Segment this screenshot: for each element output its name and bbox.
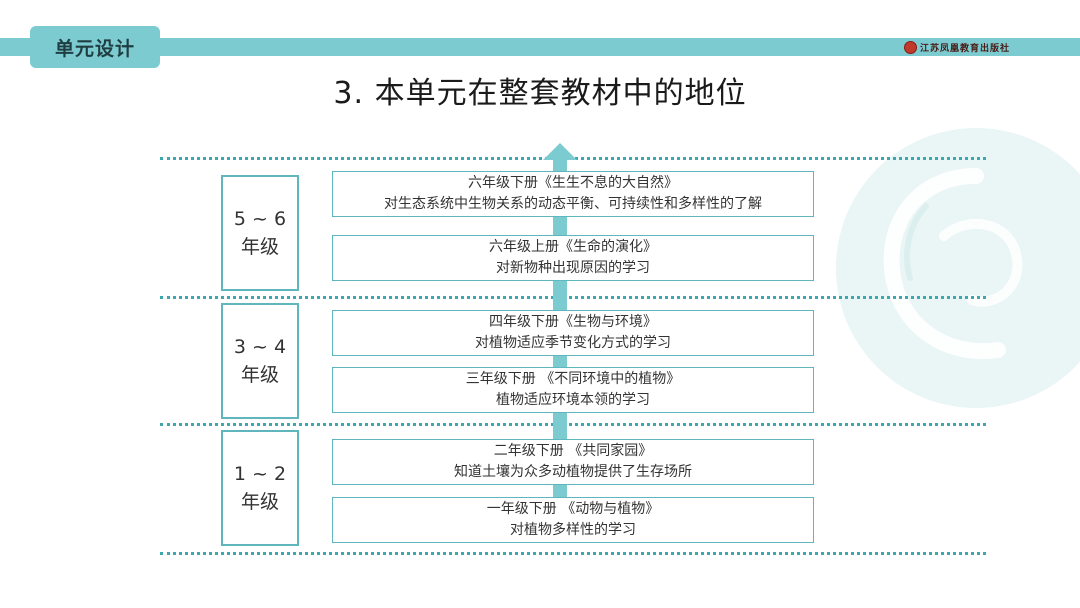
book-title: 二年级下册 《共同家园》 xyxy=(493,443,653,459)
book-description: 对植物适应季节变化方式的学习 xyxy=(475,335,671,351)
book-box: 六年级下册《生生不息的大自然》 对生态系统中生物关系的动态平衡、可持续性和多样性… xyxy=(332,171,814,217)
grade-range: 5 ~ 6 xyxy=(233,208,287,230)
grade-range: 3 ~ 4 xyxy=(233,336,287,358)
decorative-swirl-icon xyxy=(836,128,1080,408)
book-title: 三年级下册 《不同环境中的植物》 xyxy=(465,371,681,387)
publisher-brand: 江苏凤凰教育出版社 xyxy=(904,41,1010,54)
divider-line xyxy=(160,552,986,555)
up-arrow-icon xyxy=(543,143,577,160)
book-title: 四年级下册《生物与环境》 xyxy=(489,314,657,330)
book-title: 一年级下册 《动物与植物》 xyxy=(486,501,660,517)
book-description: 对植物多样性的学习 xyxy=(510,522,636,538)
book-box: 一年级下册 《动物与植物》 对植物多样性的学习 xyxy=(332,497,814,543)
page-title: 3. 本单元在整套教材中的地位 xyxy=(333,76,747,111)
grade-box-1-2: 1 ~ 2 年级 xyxy=(221,430,299,546)
book-box: 四年级下册《生物与环境》 对植物适应季节变化方式的学习 xyxy=(332,310,814,356)
grade-box-3-4: 3 ~ 4 年级 xyxy=(221,303,299,419)
book-description: 对新物种出现原因的学习 xyxy=(496,260,650,276)
section-tag: 单元设计 xyxy=(30,26,160,68)
book-title: 六年级上册《生命的演化》 xyxy=(489,239,657,255)
grade-box-5-6: 5 ~ 6 年级 xyxy=(221,175,299,291)
grade-unit: 年级 xyxy=(240,491,279,513)
book-description: 知道土壤为众多动植物提供了生存场所 xyxy=(454,464,692,480)
book-description: 对生态系统中生物关系的动态平衡、可持续性和多样性的了解 xyxy=(384,196,762,212)
header-bar xyxy=(0,38,1080,56)
divider-line xyxy=(160,423,986,426)
grade-unit: 年级 xyxy=(240,236,279,258)
grade-range: 1 ~ 2 xyxy=(233,463,287,485)
publisher-name: 江苏凤凰教育出版社 xyxy=(920,44,1011,54)
publisher-logo-icon xyxy=(904,41,917,54)
book-description: 植物适应环境本领的学习 xyxy=(496,392,650,408)
book-box: 三年级下册 《不同环境中的植物》 植物适应环境本领的学习 xyxy=(332,367,814,413)
book-box: 二年级下册 《共同家园》 知道土壤为众多动植物提供了生存场所 xyxy=(332,439,814,485)
book-box: 六年级上册《生命的演化》 对新物种出现原因的学习 xyxy=(332,235,814,281)
book-title: 六年级下册《生生不息的大自然》 xyxy=(468,175,678,191)
divider-line xyxy=(160,296,986,299)
grade-unit: 年级 xyxy=(240,364,279,386)
